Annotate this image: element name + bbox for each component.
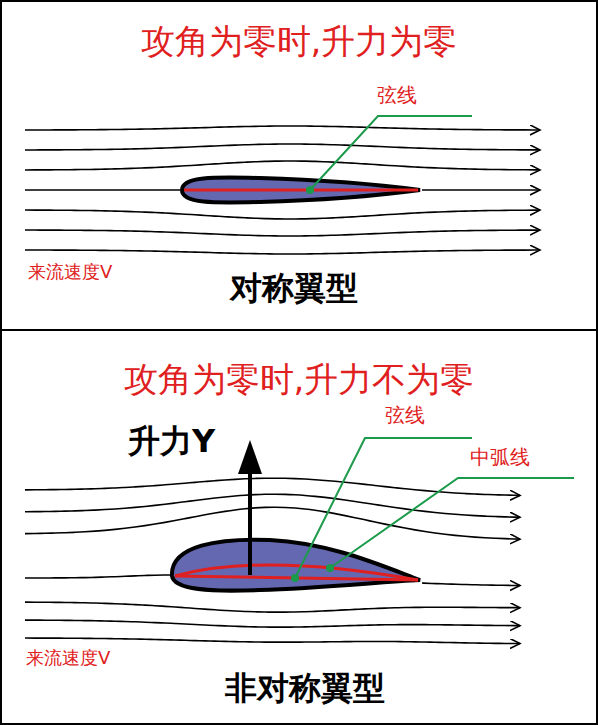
chord-line <box>184 189 418 192</box>
leader-dot <box>291 574 299 582</box>
leader-dot <box>326 564 334 572</box>
streamline <box>25 494 520 517</box>
flow-label: 来流速度V <box>26 648 110 669</box>
lift-arrow <box>248 470 252 575</box>
leader-line <box>310 116 472 190</box>
symmetric-airfoil <box>182 177 420 202</box>
panel-caption: 对称翼型 <box>230 270 358 307</box>
flow-label: 来流速度V <box>28 262 112 283</box>
cambered-airfoil <box>172 540 420 591</box>
diagram-panel: 攻角为零时,升力不为零升力Y 弦线中弧线来流速度V 非对称翼型 <box>0 329 598 725</box>
lift-arrowhead <box>238 440 262 474</box>
streamline <box>25 230 540 236</box>
streamlines <box>25 126 540 254</box>
force-label: 升力Y <box>128 423 215 460</box>
streamline <box>25 620 520 627</box>
streamline <box>422 189 540 191</box>
leader-dot <box>306 186 314 194</box>
streamline <box>25 507 520 539</box>
part-label: 中弧线 <box>470 446 530 469</box>
leader-line <box>330 478 574 568</box>
streamline <box>25 161 540 170</box>
panel-caption: 非对称翼型 <box>225 670 385 707</box>
part-label: 弦线 <box>377 84 417 107</box>
streamlines <box>25 478 520 643</box>
streamline <box>25 189 180 191</box>
streamline <box>422 583 520 585</box>
diagram-panel: 攻角为零时,升力为零弦线来流速度V 对称翼型 <box>0 0 598 331</box>
part-label: 弦线 <box>385 404 425 427</box>
streamline <box>25 575 170 578</box>
streamline <box>25 144 540 150</box>
streamline <box>25 210 540 219</box>
streamline <box>25 250 540 254</box>
streamline <box>25 638 520 644</box>
streamline <box>25 126 540 130</box>
panel-heading: 攻角为零时,升力为零 <box>141 22 458 61</box>
panel-heading: 攻角为零时,升力不为零 <box>124 360 475 399</box>
streamline <box>25 602 520 612</box>
leader-line <box>295 438 472 578</box>
